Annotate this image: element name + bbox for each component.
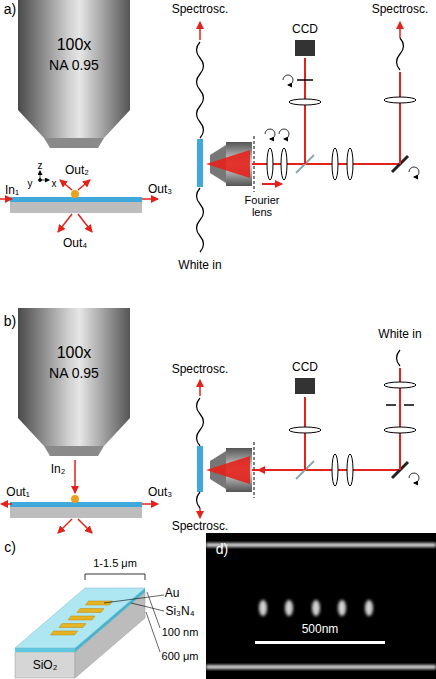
label-text: Out₂ [65,164,89,177]
setup-b [197,350,420,518]
label-text: Spectrosc. [372,3,429,16]
objective-lens: 100xNA 0.95 [18,0,130,110]
label-text: a) [4,2,16,17]
label-text: White in [378,328,421,341]
objective-taper [18,110,130,148]
substrate [10,202,142,213]
label-text: 100 nm [162,626,199,638]
label-text: x [52,178,57,189]
label-text: Out₃ [148,486,172,499]
label-text: Out₄ [63,237,87,250]
antenna [71,495,79,503]
label-text: Au [165,587,180,600]
sem-image [206,533,436,679]
label-text: z [38,160,43,171]
label-text: Spectrosc. [172,520,229,533]
light-arrows [0,180,158,232]
label-text: 500nm [302,623,339,636]
light-arrows [1,460,158,533]
label-text: Si₃N₄ [165,605,194,618]
label-text: SiO₂ [33,659,58,672]
lens-spec: NA 0.95 [49,364,99,384]
setup-a [197,22,420,252]
label-text: b) [4,314,16,329]
lens-spec: 100x [57,34,92,56]
label-text: In₂ [51,463,66,476]
lens-spec: 100x [57,342,92,364]
label-text: 1-1.5 μm [93,557,137,569]
label-text: CCD [292,361,318,374]
label-text: Spectrosc. [172,3,229,16]
label-text: c) [4,540,16,555]
label-text: CCD [292,23,318,36]
substrate [10,507,142,518]
label-text: Out₃ [148,183,172,196]
lens-spec: NA 0.95 [49,56,99,76]
label-text: y [28,178,33,189]
axes [39,171,50,182]
label-text: Fourier lens [240,194,284,218]
label-text: White in [178,259,221,272]
label-text: Spectrosc. [172,363,229,376]
objective-lens: 100xNA 0.95 [18,308,130,418]
label-text: Out₁ [6,486,29,499]
objective-taper [18,418,130,456]
label-text: 600 μm [162,650,199,662]
label-text: d) [216,542,228,557]
label-text: In₁ [5,184,19,197]
antenna [71,190,79,198]
sample-sketch [15,574,164,678]
